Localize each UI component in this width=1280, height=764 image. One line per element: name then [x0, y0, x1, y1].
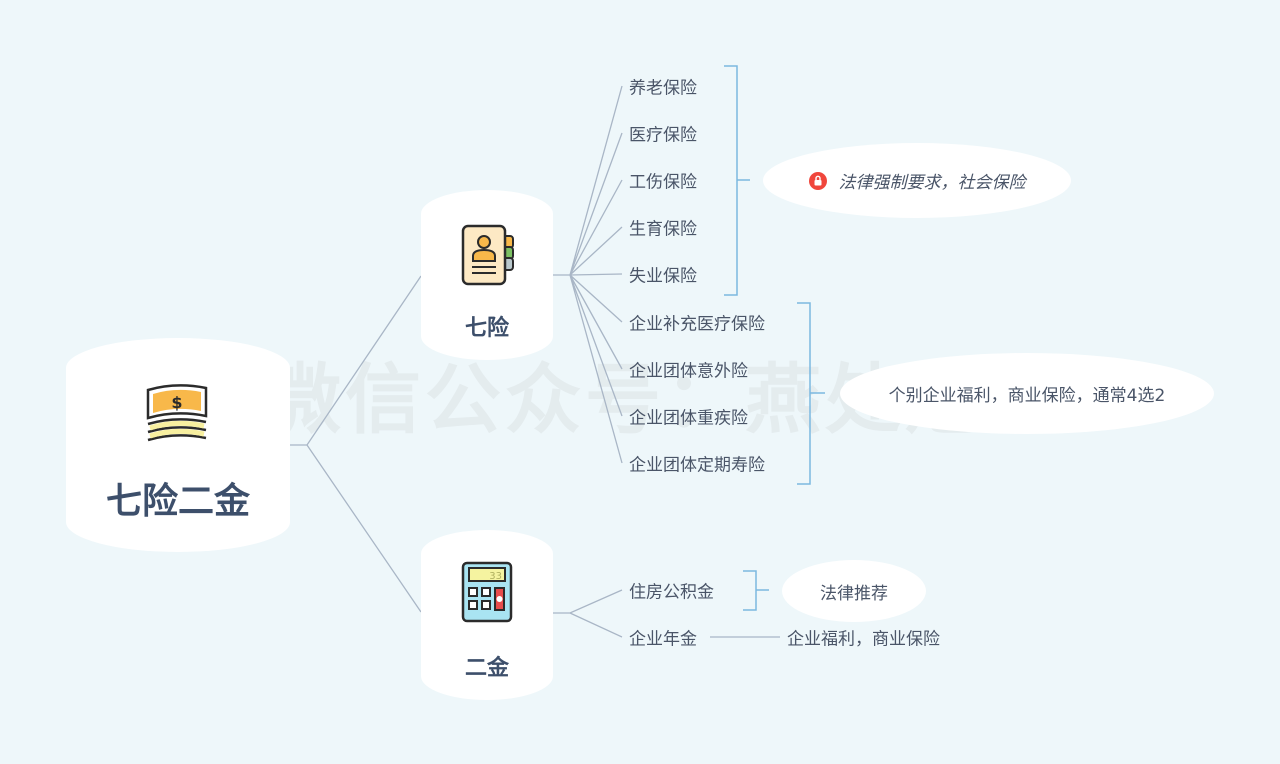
leaf-insurance-item[interactable]: 医疗保险 — [629, 125, 697, 146]
summary-mandatory[interactable]: 法律强制要求，社会保险 — [763, 143, 1071, 218]
leaf-insurance-item[interactable]: 企业团体意外险 — [629, 361, 748, 382]
leaf-insurance-item[interactable]: 养老保险 — [629, 78, 697, 99]
contact-card-icon — [461, 224, 514, 286]
branch-node-two-funds[interactable]: 33 二金 — [421, 530, 553, 700]
calculator-display: 33 — [489, 571, 502, 582]
leaf-insurance-item[interactable]: 生育保险 — [629, 219, 697, 240]
root-node[interactable]: $ 七险二金 — [66, 338, 290, 552]
calculator-icon: 33 — [461, 561, 513, 623]
leaf-insurance-item[interactable]: 企业团体重疾险 — [629, 408, 748, 429]
leaf-enterprise-annuity[interactable]: 企业年金 — [629, 629, 697, 650]
summary-text: 法律推荐 — [820, 583, 888, 604]
root-title: 七险二金 — [105, 481, 250, 522]
money-bills-icon: $ — [146, 384, 208, 442]
svg-text:$: $ — [171, 393, 182, 412]
summary-text: 法律强制要求，社会保险 — [838, 173, 1026, 193]
branch-title: 二金 — [464, 656, 509, 681]
leaf-insurance-item[interactable]: 工伤保险 — [629, 172, 697, 193]
leaf-insurance-item[interactable]: 企业补充医疗保险 — [629, 314, 765, 335]
branch-node-seven-insurances[interactable]: 七险 — [421, 190, 553, 360]
branch-title: 七险 — [464, 316, 509, 341]
leaf-insurance-item[interactable]: 失业保险 — [629, 266, 697, 287]
summary-recommended[interactable]: 法律推荐 — [782, 560, 926, 622]
leaf-insurance-item[interactable]: 企业团体定期寿险 — [629, 455, 765, 476]
lock-icon — [808, 171, 827, 190]
summary-commercial[interactable]: 个别企业福利，商业保险，通常4选2 — [840, 353, 1214, 434]
summary-text: 个别企业福利，商业保险，通常4选2 — [888, 386, 1166, 406]
leaf-housing-fund[interactable]: 住房公积金 — [629, 582, 714, 603]
note-enterprise-welfare[interactable]: 企业福利，商业保险 — [787, 629, 940, 650]
